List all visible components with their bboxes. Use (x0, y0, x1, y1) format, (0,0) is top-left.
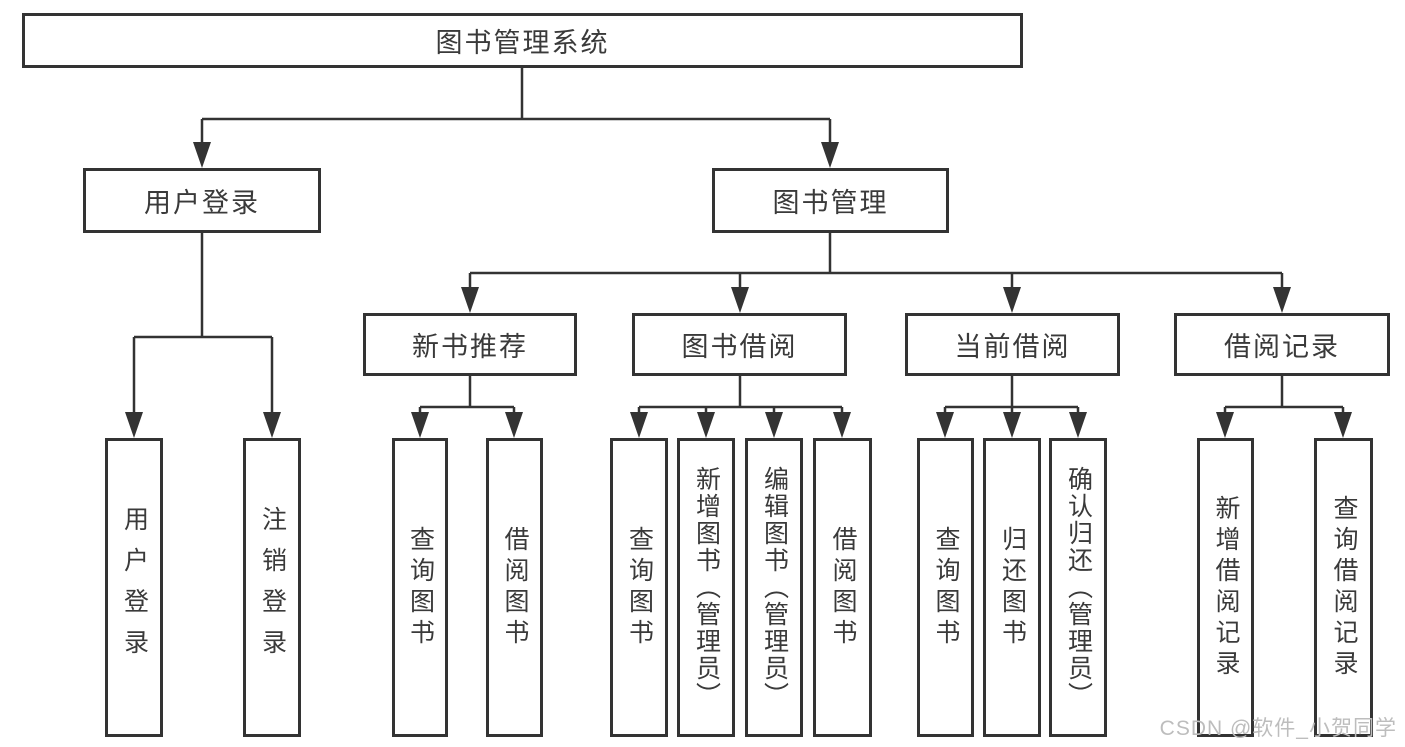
node-label: 编辑图书（管理员） (760, 466, 789, 709)
node-label: 用户登录 (120, 505, 149, 670)
node-leaf-add-borrow-record: 新增借阅记录 (1197, 438, 1254, 737)
node-leaf-borrow-books-2: 借阅图书 (813, 438, 872, 737)
node-label: 查询图书 (406, 525, 435, 650)
node-label: 新增图书（管理员） (692, 466, 721, 709)
node-book-management: 图书管理 (712, 168, 949, 233)
node-label: 查询图书 (625, 525, 654, 650)
node-new-book-recommend: 新书推荐 (363, 313, 577, 376)
node-leaf-query-books-3: 查询图书 (917, 438, 974, 737)
node-leaf-edit-book-admin: 编辑图书（管理员） (745, 438, 803, 737)
node-label: 查询借阅记录 (1330, 494, 1358, 681)
node-label: 归还图书 (998, 525, 1027, 650)
node-borrowing-records: 借阅记录 (1174, 313, 1390, 376)
node-label: 借阅记录 (1224, 332, 1340, 362)
watermark-text: CSDN @软件_小贺同学 (1159, 717, 1397, 740)
node-label: 图书管理系统 (435, 28, 610, 58)
node-leaf-query-books-1: 查询图书 (392, 438, 448, 737)
node-root: 图书管理系统 (22, 13, 1023, 68)
node-label: 图书借阅 (681, 332, 798, 362)
node-leaf-borrow-books-1: 借阅图书 (486, 438, 543, 737)
node-label: 用户登录 (144, 188, 260, 218)
node-label: 新书推荐 (412, 332, 528, 362)
node-label: 查询图书 (932, 525, 960, 650)
node-leaf-return-books: 归还图书 (983, 438, 1041, 737)
node-leaf-query-books-2: 查询图书 (610, 438, 668, 737)
node-user-login: 用户登录 (83, 168, 321, 233)
node-label: 注销登录 (258, 505, 287, 670)
node-leaf-logout: 注销登录 (243, 438, 301, 737)
node-leaf-add-book-admin: 新增图书（管理员） (677, 438, 735, 737)
node-leaf-query-borrow-record: 查询借阅记录 (1314, 438, 1373, 737)
node-label: 图书管理 (772, 188, 889, 218)
node-label: 确认归还（管理员） (1064, 466, 1093, 709)
node-label: 新增借阅记录 (1212, 494, 1240, 681)
node-book-borrowing: 图书借阅 (632, 313, 847, 376)
node-label: 当前借阅 (954, 332, 1071, 362)
node-leaf-confirm-return-admin: 确认归还（管理员） (1049, 438, 1107, 737)
node-label: 借阅图书 (501, 525, 529, 650)
node-leaf-user-login: 用户登录 (105, 438, 163, 737)
node-current-borrowing: 当前借阅 (905, 313, 1120, 376)
node-label: 借阅图书 (829, 525, 857, 650)
